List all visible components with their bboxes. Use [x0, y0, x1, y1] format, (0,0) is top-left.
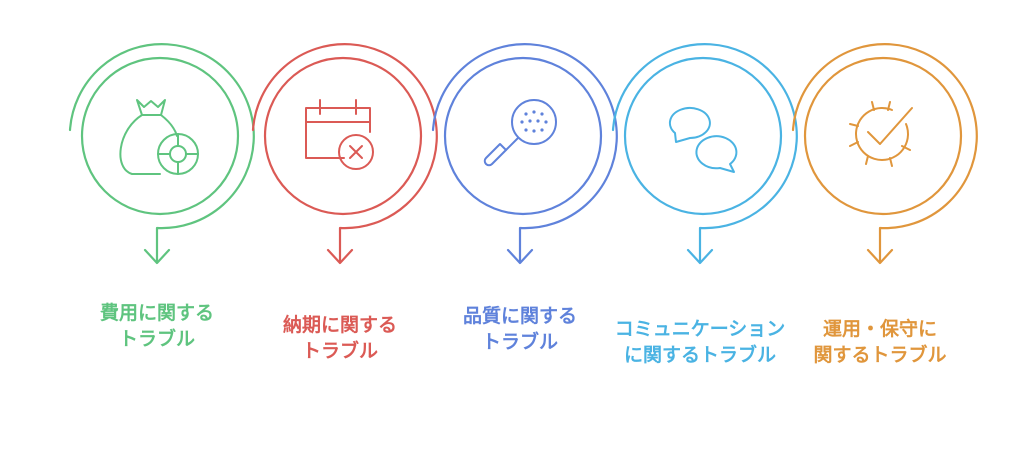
- inner-circle-delivery: [263, 56, 423, 216]
- step-cost: [68, 43, 255, 265]
- inner-circle-quality: [443, 56, 603, 216]
- label-cost: 費用に関する トラブル: [47, 300, 267, 352]
- label-quality: 品質に関する トラブル: [410, 303, 630, 355]
- step-delivery: [251, 43, 438, 265]
- label-communication: コミュニケーション に関するトラブル: [590, 316, 810, 368]
- label-delivery-line1: 納期に関する: [282, 314, 397, 336]
- label-cost-line2: トラブル: [118, 328, 195, 350]
- magnifier-dots: [520, 110, 548, 133]
- gear-check-icon: [849, 101, 913, 167]
- arrow-delivery-icon: [326, 248, 354, 265]
- arrow-communication-icon: [686, 248, 714, 265]
- arrow-quality-icon: [506, 248, 534, 265]
- inner-circle-communication: [623, 56, 783, 216]
- money-bag-icon: [119, 99, 199, 175]
- chat-bubbles-icon: [668, 107, 738, 173]
- label-communication-line2: に関するトラブル: [623, 344, 776, 366]
- label-cost-line1: 費用に関する: [99, 302, 214, 324]
- step-communication: [611, 43, 798, 265]
- magnifier-icon: [483, 99, 557, 167]
- ring-operations: [791, 43, 978, 264]
- label-operations-line1: 運用・保守に: [822, 318, 937, 340]
- inner-circle-cost: [80, 56, 240, 216]
- calendar-x-icon: [305, 99, 374, 170]
- ring-cost: [68, 43, 255, 264]
- label-operations: 運用・保守に 関するトラブル: [770, 316, 990, 368]
- step-quality: [431, 43, 618, 265]
- label-quality-line2: トラブル: [481, 331, 558, 353]
- label-delivery-line2: トラブル: [301, 340, 378, 362]
- label-communication-line1: コミュニケーション: [614, 318, 786, 340]
- ring-communication: [611, 43, 798, 264]
- step-operations: [791, 43, 978, 265]
- label-delivery: 納期に関する トラブル: [230, 312, 450, 364]
- ring-quality: [431, 43, 618, 264]
- arrow-cost-icon: [143, 248, 171, 265]
- label-quality-line1: 品質に関する: [462, 305, 577, 327]
- label-operations-line2: 関するトラブル: [813, 344, 947, 366]
- inner-circle-operations: [803, 56, 963, 216]
- ring-delivery: [251, 43, 438, 264]
- arrow-operations-icon: [866, 248, 894, 265]
